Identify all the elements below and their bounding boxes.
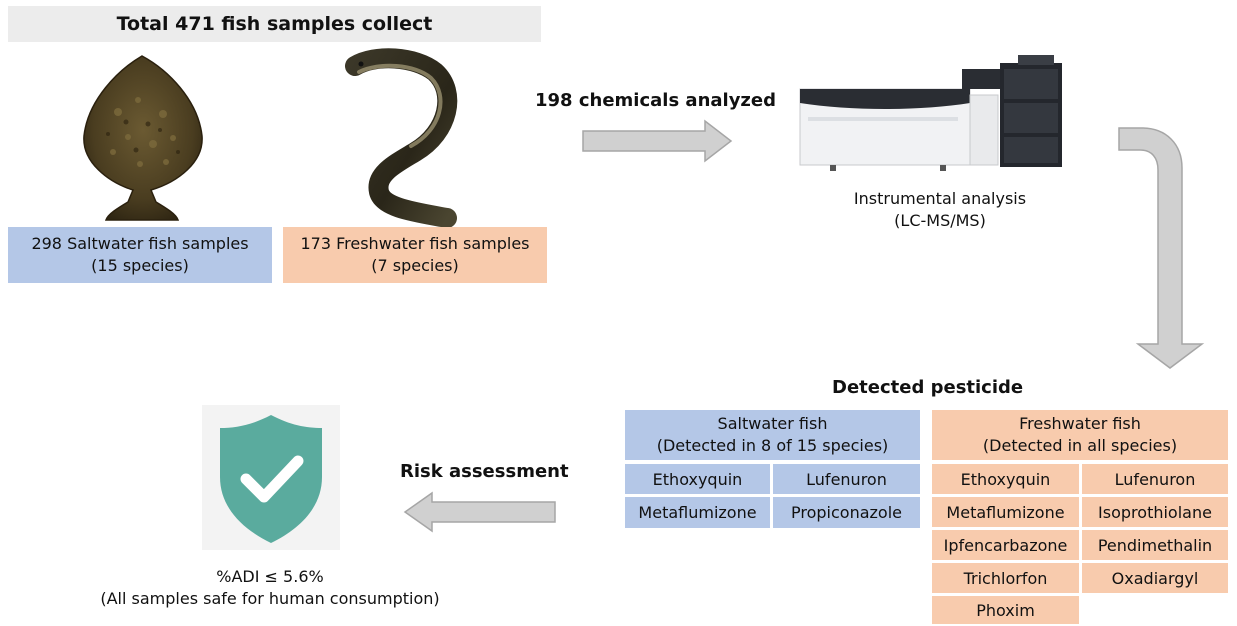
saltwater-species-count: (15 species) bbox=[91, 256, 189, 275]
left-arrow-icon bbox=[403, 491, 556, 533]
freshwater-pesticide-cell: Ipfencarbazone bbox=[932, 530, 1079, 560]
risk-assessment-label: Risk assessment bbox=[400, 461, 569, 482]
freshwater-species-count: (7 species) bbox=[371, 256, 459, 275]
flounder-image bbox=[83, 55, 203, 221]
freshwater-header-line1: Freshwater fish bbox=[1019, 414, 1141, 433]
adi-value: %ADI ≤ 5.6% bbox=[216, 567, 324, 586]
saltwater-detected-header: Saltwater fish (Detected in 8 of 15 spec… bbox=[625, 410, 920, 460]
saltwater-pesticide-cell: Metaflumizone bbox=[625, 497, 770, 528]
freshwater-detected-header: Freshwater fish (Detected in all species… bbox=[932, 410, 1228, 460]
freshwater-pesticide-cell: Oxadiargyl bbox=[1082, 563, 1228, 593]
eel-image bbox=[345, 48, 458, 228]
chemicals-analyzed-label: 198 chemicals analyzed bbox=[535, 90, 777, 111]
instrument-caption-line1: Instrumental analysis bbox=[853, 189, 1027, 208]
saltwater-samples-box: 298 Saltwater fish samples (15 species) bbox=[8, 227, 272, 283]
detected-pesticide-title: Detected pesticide bbox=[832, 377, 1024, 398]
freshwater-pesticide-cell: Phoxim bbox=[932, 596, 1079, 624]
saltwater-pesticide-cell: Propiconazole bbox=[773, 497, 920, 528]
risk-result-caption: %ADI ≤ 5.6% (All samples safe for human … bbox=[70, 566, 470, 610]
freshwater-header-line2: (Detected in all species) bbox=[982, 436, 1178, 455]
shield-check-icon bbox=[202, 405, 340, 550]
freshwater-pesticide-cell: Pendimethalin bbox=[1082, 530, 1228, 560]
saltwater-samples-count: 298 Saltwater fish samples bbox=[31, 234, 249, 253]
freshwater-samples-box: 173 Freshwater fish samples (7 species) bbox=[283, 227, 547, 283]
saltwater-pesticide-cell: Lufenuron bbox=[773, 464, 920, 494]
freshwater-pesticide-cell: Isoprothiolane bbox=[1082, 497, 1228, 527]
freshwater-pesticide-cell: Metaflumizone bbox=[932, 497, 1079, 527]
freshwater-pesticide-cell: Trichlorfon bbox=[932, 563, 1079, 593]
right-arrow-icon bbox=[582, 119, 733, 163]
freshwater-pesticide-cell: Lufenuron bbox=[1082, 464, 1228, 494]
freshwater-samples-count: 173 Freshwater fish samples bbox=[300, 234, 530, 253]
bent-down-arrow-icon bbox=[1118, 127, 1205, 369]
safety-conclusion: (All samples safe for human consumption) bbox=[100, 589, 440, 608]
freshwater-pesticide-cell: Ethoxyquin bbox=[932, 464, 1079, 494]
saltwater-header-line1: Saltwater fish bbox=[717, 414, 828, 433]
lcms-instrument-image bbox=[799, 55, 1062, 171]
saltwater-pesticide-cell: Ethoxyquin bbox=[625, 464, 770, 494]
instrument-caption-line2: (LC-MS/MS) bbox=[894, 211, 986, 230]
instrument-caption: Instrumental analysis (LC-MS/MS) bbox=[820, 188, 1060, 232]
samples-title: Total 471 fish samples collect bbox=[8, 6, 541, 42]
saltwater-header-line2: (Detected in 8 of 15 species) bbox=[656, 436, 889, 455]
